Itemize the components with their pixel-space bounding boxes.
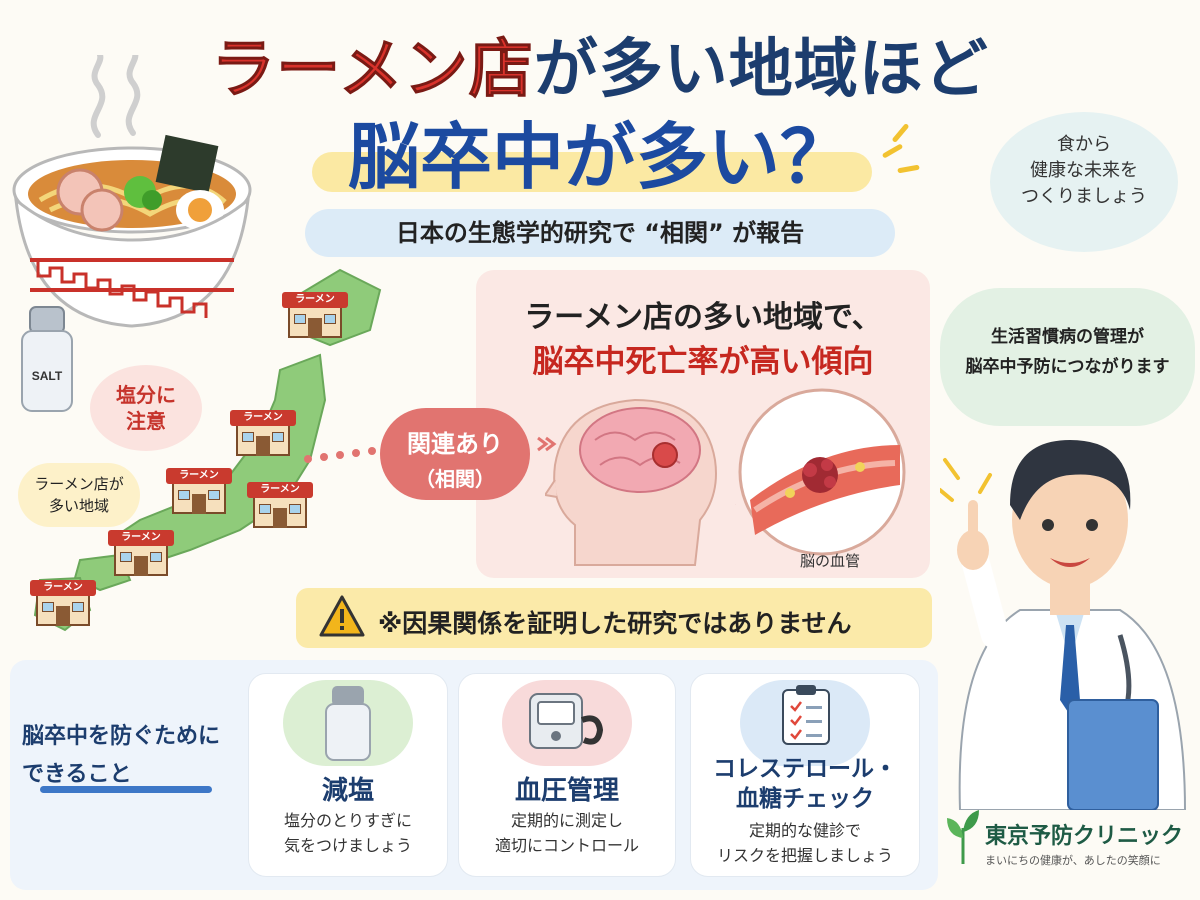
ramen-shop-icon: ラーメン [230, 410, 296, 458]
ramen-shop-icon: ラーメン [108, 530, 174, 578]
brain-head-icon [545, 398, 717, 566]
warning-banner [296, 588, 932, 648]
ramen-shop-icon: ラーメン [282, 292, 348, 340]
future-bubble-line: 健康な未来を [1030, 160, 1138, 181]
blood-vessel-icon [735, 388, 906, 556]
doctor-illustration [940, 440, 1187, 810]
region-bubble-line2: 多い地域 [48, 497, 109, 515]
card-desc-bp: 定期的に測定し 適切にコントロール [458, 808, 676, 858]
future-bubble: 食から 健康な未来を つくりましょう [990, 112, 1178, 252]
leaf-logo-icon [947, 810, 979, 864]
region-bubble-line1: ラーメン店が [34, 475, 124, 493]
ramen-shop-icon: ラーメン [30, 580, 96, 628]
prevention-underline [40, 786, 212, 793]
subtitle-banner: 日本の生態学的研究で “相関” が報告 [305, 209, 895, 257]
future-bubble-line: 食から [1057, 134, 1111, 155]
dotted-connector [304, 447, 376, 463]
clinic-name: 東京予防クリニック [985, 824, 1184, 849]
region-bubble: ラーメン店が 多い地域 [18, 463, 140, 527]
finding-line1: ラーメン店の多い地域で、 [524, 300, 882, 335]
blood-pressure-monitor-icon [529, 693, 604, 749]
prevention-title-line1: 脳卒中を防ぐために [22, 724, 221, 749]
salt-shaker-icon: SALT [21, 306, 73, 412]
future-bubble-line: つくりましょう [1021, 186, 1147, 207]
prevention-title-line2: できること [22, 762, 132, 787]
arrow-right-icon [537, 436, 557, 452]
ramen-shop-icon: ラーメン [166, 468, 232, 516]
card-title-salt: 減塩 [321, 776, 374, 806]
title-ramen-shop: ラーメン店 [211, 33, 534, 108]
correlation-sub: （相関） [415, 467, 495, 491]
spark-icon [897, 164, 920, 174]
card-desc-line: 塩分のとりすぎに [283, 811, 412, 830]
warning-text: ※因果関係を証明した研究ではありません [378, 609, 852, 638]
clinic-tagline: まいにちの健康が、あしたの笑顔に [985, 854, 1161, 867]
ramen-shop-icon: ラーメン [247, 482, 313, 530]
card-title-bp: 血圧管理 [514, 776, 619, 806]
title-highlight [312, 152, 872, 192]
card-title-line2: 血糖チェック [736, 786, 874, 812]
correlation-bubble: 関連あり （相関） [380, 408, 530, 500]
doctor-bubble-line: 脳卒中予防につながります [965, 357, 1170, 377]
card-title-cholesterol: コレステロール・ 血糖チェック [690, 754, 920, 814]
salt-bubble-line2: 注意 [126, 409, 166, 433]
salt-bubble-line1: 塩分に [116, 383, 176, 407]
doctor-bubble-line: 生活習慣病の管理が [991, 327, 1144, 347]
salt-caution-bubble: 塩分に 注意 [90, 365, 202, 451]
salt-shaker-icon [325, 686, 371, 761]
card-desc-line: 適切にコントロール [494, 836, 639, 855]
finding-line2: 脳卒中死亡率が高い傾向 [532, 344, 874, 380]
warning-triangle-icon [319, 595, 365, 637]
salt-label: SALT [32, 369, 63, 383]
main-title-line2: 脳卒中が多い？ [347, 115, 852, 199]
prevention-title: 脳卒中を防ぐために できること [22, 718, 242, 794]
card-desc-salt: 塩分のとりすぎに 気をつけましょう [248, 808, 448, 858]
main-title-line1: ラーメン店が多い地域ほど [170, 18, 1030, 110]
title-many-regions: が多い地域ほど [533, 33, 989, 107]
ramen-bowl-icon [12, 134, 252, 328]
correlation-label: 関連あり [407, 430, 503, 458]
card-desc-line: リスクを把握しましょう [716, 846, 893, 865]
clipboard-checklist-icon [782, 685, 830, 745]
card-desc-line: 定期的な健診で [748, 821, 861, 840]
vessel-label: 脳の血管 [799, 552, 860, 570]
doctor-speech-bubble: 生活習慣病の管理が 脳卒中予防につながります [940, 288, 1195, 426]
steam-icon [90, 55, 141, 138]
card-desc-line: 気をつけましょう [283, 836, 412, 855]
card-title-line1: コレステロール・ [713, 756, 897, 782]
card-desc-line: 定期的に測定し [510, 811, 623, 830]
card-desc-cholesterol: 定期的な健診で リスクを把握しましょう [690, 818, 920, 868]
